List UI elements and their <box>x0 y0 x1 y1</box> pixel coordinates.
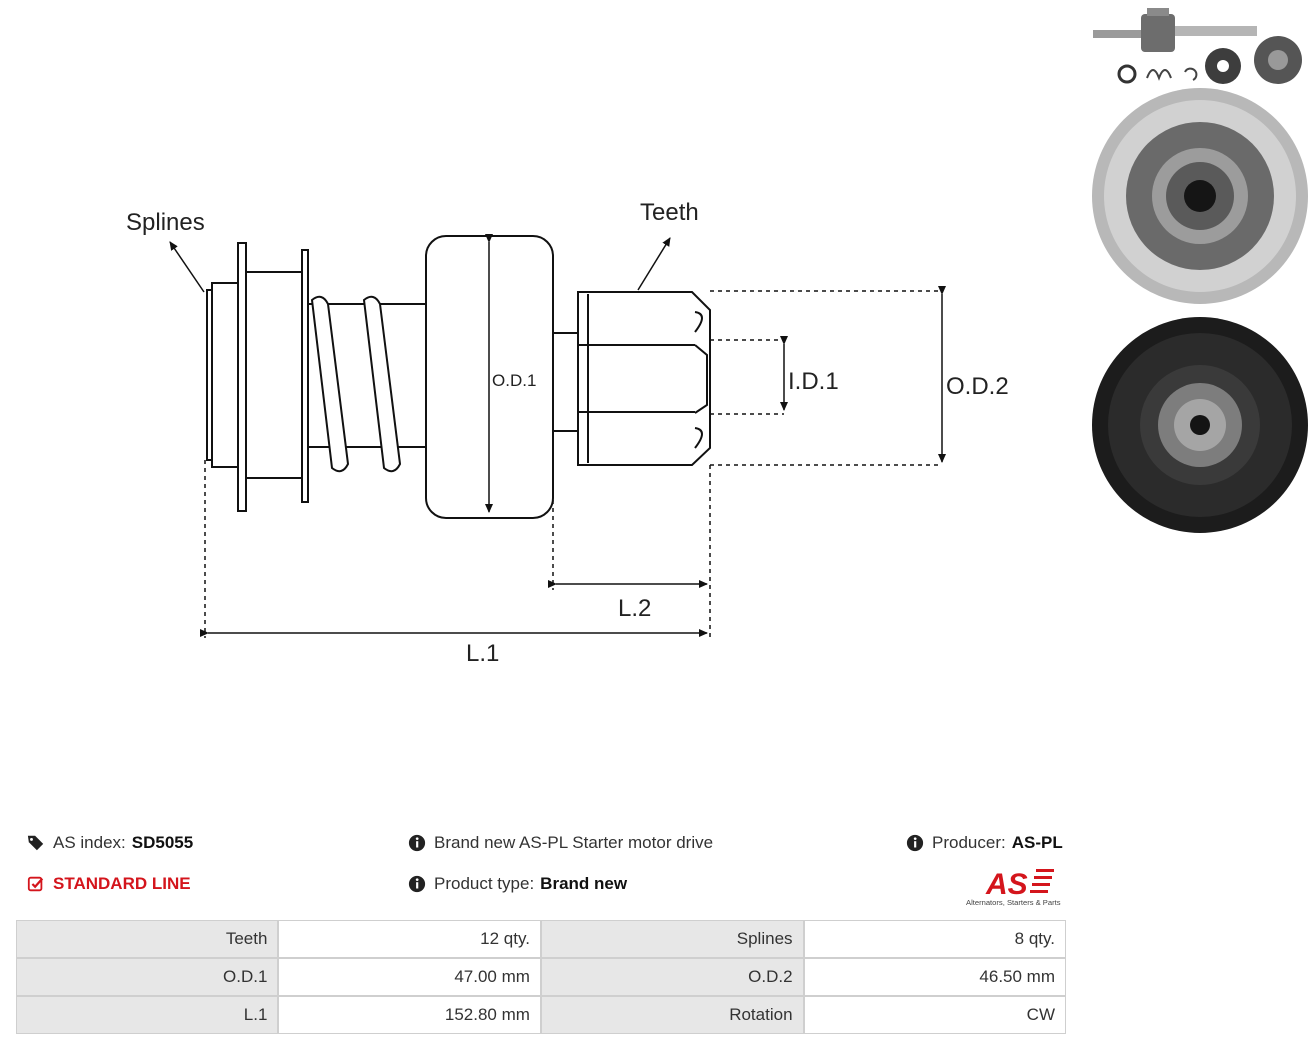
standard-line-label: STANDARD LINE <box>53 874 191 893</box>
splines-label-cell: Splines <box>540 920 804 958</box>
pinion-neck <box>552 332 579 432</box>
od1-label: O.D.1 <box>492 371 536 390</box>
checked-box-icon <box>27 876 44 892</box>
od1-value-cell: 47.00 mm <box>278 958 541 996</box>
splines-label: Splines <box>126 209 205 236</box>
l2-label: L.2 <box>618 595 651 622</box>
as-index-row: AS index: SD5055 <box>27 833 193 853</box>
product-type-row: Product type: Brand new <box>408 874 627 894</box>
table-row: L.1 152.80 mm Rotation CW <box>16 996 1066 1034</box>
as-index-value: SD5055 <box>131 833 194 852</box>
as-index-label: AS index: <box>53 833 126 852</box>
od2-label: O.D.2 <box>946 373 1009 400</box>
teeth-leader <box>637 237 671 291</box>
product-type-label: Product type: <box>434 874 535 893</box>
product-type-value: Brand new <box>540 874 628 893</box>
l1-value-cell: 152.80 mm <box>278 996 541 1034</box>
splines-leader <box>169 241 205 293</box>
teeth-value-cell: 12 qty. <box>278 920 541 958</box>
flange-left <box>237 242 247 512</box>
teeth-label-cell: Teeth <box>16 920 279 958</box>
specifications-table: Teeth 12 qty. Splines 8 qty. O.D.1 47.00… <box>16 920 1066 1034</box>
table-row: O.D.1 47.00 mm O.D.2 46.50 mm <box>16 958 1066 996</box>
hub <box>245 271 305 479</box>
table-row: Teeth 12 qty. Splines 8 qty. <box>16 920 1066 958</box>
splines-value-cell: 8 qty. <box>803 920 1066 958</box>
rotation-label-cell: Rotation <box>540 996 804 1034</box>
info-icon <box>906 834 924 852</box>
tags-icon <box>27 835 44 851</box>
product-photos <box>1092 8 1308 533</box>
l1-label: L.1 <box>466 640 499 667</box>
producer-value: AS-PL <box>1011 833 1063 852</box>
exploded-parts-photo <box>1093 8 1302 84</box>
logo-mark: AS <box>985 868 1028 901</box>
l1-label-cell: L.1 <box>16 996 279 1034</box>
description-text: Brand new AS-PL Starter motor drive <box>434 833 714 852</box>
teeth-label: Teeth <box>640 199 699 226</box>
od1-label-cell: O.D.1 <box>16 958 279 996</box>
pinion-gear <box>577 291 711 466</box>
spring-coil-1 <box>310 295 350 473</box>
technical-drawing: Splines Teeth O.D.1 I.D.1 O.D.2 L.2 L.1 <box>126 199 1009 667</box>
id1-label: I.D.1 <box>788 368 839 395</box>
front-face-photo <box>1092 88 1308 304</box>
rotation-value-cell: CW <box>803 996 1066 1034</box>
producer-row: Producer: AS-PL <box>906 833 1063 853</box>
od2-value-cell: 46.50 mm <box>803 958 1066 996</box>
od2-label-cell: O.D.2 <box>540 958 804 996</box>
standard-line-badge: STANDARD LINE <box>27 874 191 894</box>
spline-collar <box>211 282 239 468</box>
rear-face-photo <box>1092 317 1308 533</box>
spring-coil-2 <box>362 295 402 473</box>
description-row: Brand new AS-PL Starter motor drive <box>408 833 713 853</box>
info-icon <box>408 834 426 852</box>
logo-tagline: Alternators, Starters & Parts <box>966 898 1061 907</box>
producer-label: Producer: <box>932 833 1006 852</box>
as-pl-logo: AS Alternators, Starters & Parts <box>966 868 1061 907</box>
info-icon <box>408 875 426 893</box>
